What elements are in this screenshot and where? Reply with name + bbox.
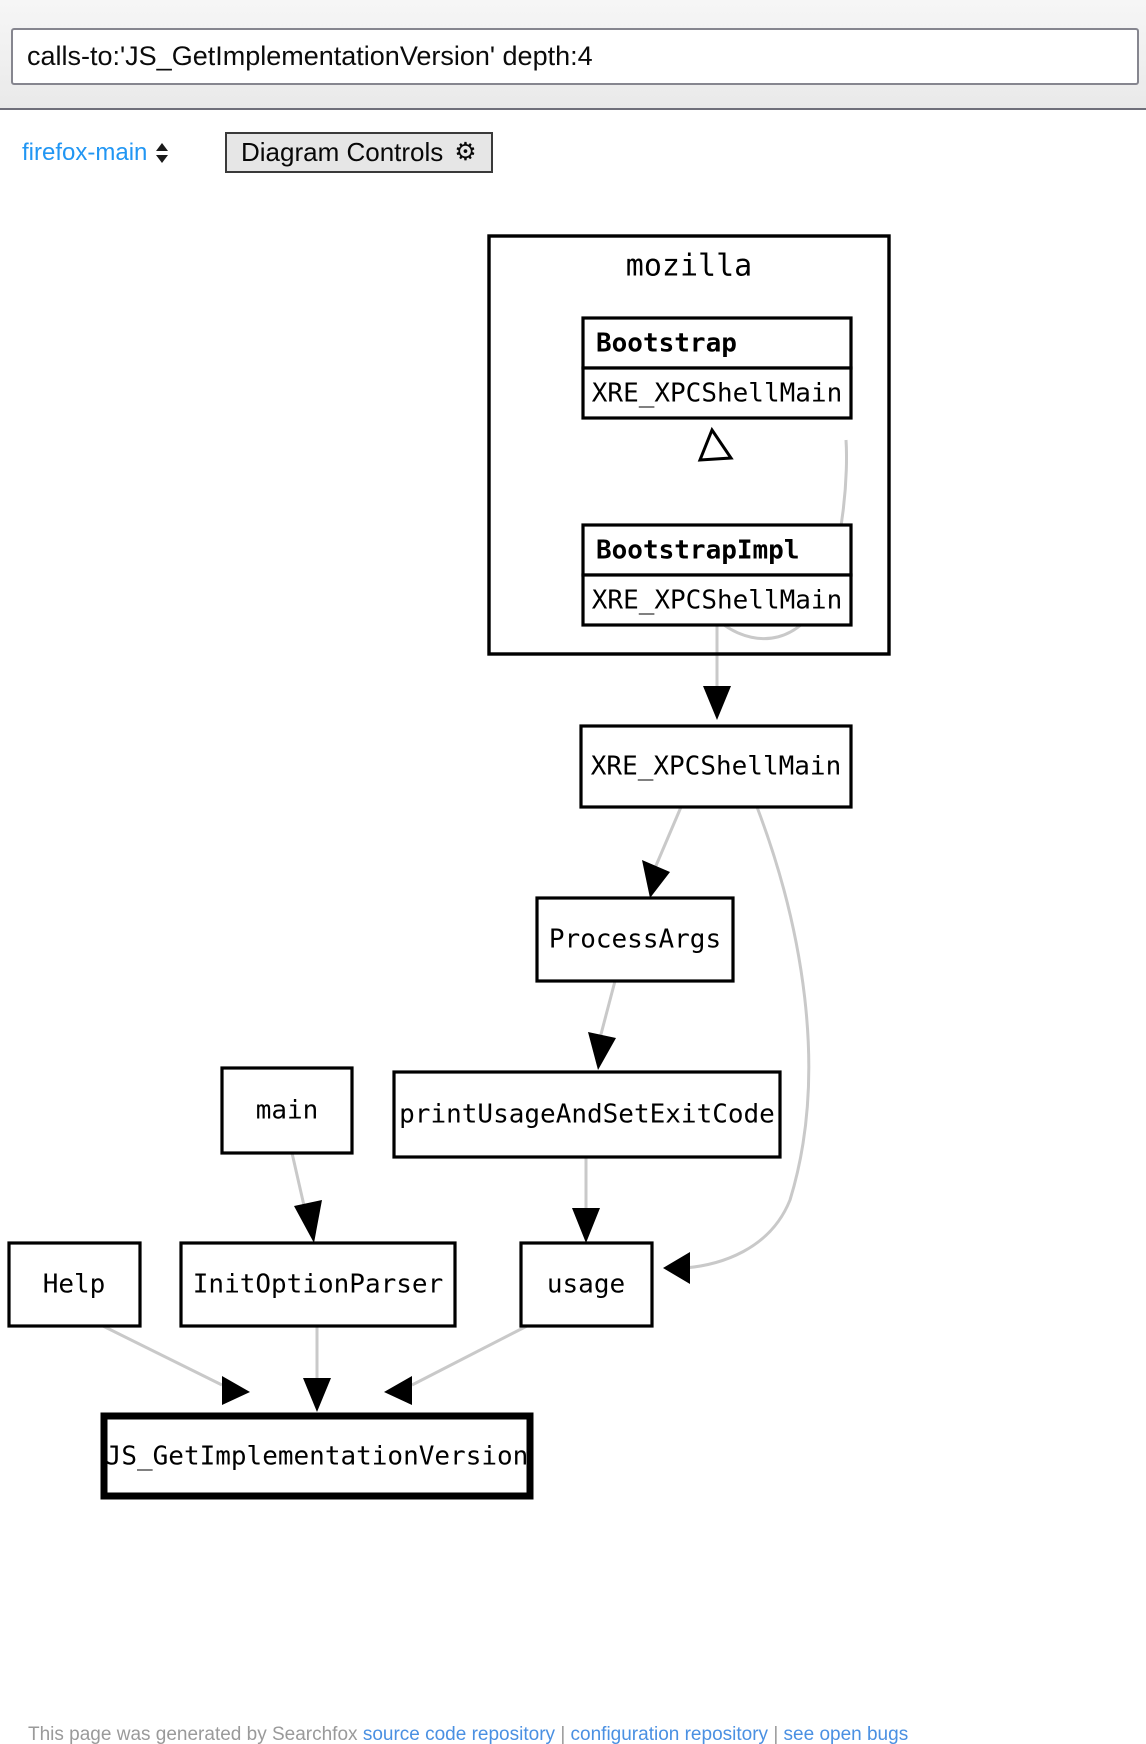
footer-link-open-bugs[interactable]: see open bugs — [783, 1724, 909, 1744]
edge-help-to-jsgetimpl — [102, 1324, 223, 1387]
chevron-up-down-icon — [156, 140, 169, 166]
cluster-mozilla[interactable]: mozilla Bootstrap XRE_XPCShellMain Boots… — [487, 234, 891, 656]
node-label: JS_GetImplementationVersion — [106, 1442, 529, 1472]
class-bootstrap-method-rect[interactable] — [581, 366, 853, 420]
footer-link-source-repo[interactable]: source code repository — [362, 1724, 556, 1744]
node-rect[interactable] — [535, 896, 735, 983]
class-bootstrapimpl-header-rect — [581, 523, 853, 577]
edge-arrowhead-filled — [642, 860, 670, 898]
node-processargs[interactable]: ProcessArgs — [535, 896, 735, 983]
node-label: Help — [43, 1270, 106, 1300]
edge-arrowhead-filled — [384, 1376, 412, 1405]
class-bootstrap-method-0: XRE_XPCShellMain — [592, 379, 842, 409]
page-footer: This page was generated by Searchfox sou… — [0, 1724, 1146, 1744]
node-main[interactable]: main — [220, 1066, 354, 1155]
footer-sep-2: | — [773, 1724, 784, 1744]
node-rect[interactable] — [7, 1241, 142, 1328]
node-label: InitOptionParser — [193, 1270, 443, 1300]
node-label: ProcessArgs — [549, 925, 721, 955]
edge-arrowhead-filled — [703, 686, 731, 720]
node-printusageandsetexitcode[interactable]: printUsageAndSetExitCode — [392, 1070, 782, 1159]
diagram-toolbar: firefox-main Diagram Controls ⚙ — [0, 132, 1146, 196]
diagram-edges — [102, 426, 849, 1412]
node-js-getimplementationversion[interactable]: JS_GetImplementationVersion — [100, 1412, 534, 1500]
edge-arrowhead-filled — [222, 1376, 250, 1405]
edge-xre-to-usage — [684, 806, 811, 1270]
cluster-mozilla-label: mozilla — [626, 249, 752, 284]
search-input[interactable] — [11, 28, 1139, 85]
node-label: printUsageAndSetExitCode — [399, 1100, 775, 1130]
edge-xre-to-processargs — [653, 806, 683, 869]
edge-main-to-initoptionparser — [290, 1152, 307, 1211]
footer-prefix: This page was generated by Searchfox — [28, 1724, 358, 1744]
class-bootstrapimpl-name: BootstrapImpl — [596, 536, 800, 566]
node-usage[interactable]: usage — [519, 1241, 654, 1328]
node-rect[interactable] — [579, 724, 853, 809]
node-label: XRE_XPCShellMain — [591, 752, 841, 782]
edge-arrowhead-filled — [294, 1200, 322, 1243]
class-bootstrapimpl-method-rect[interactable] — [581, 573, 853, 627]
node-xre-xpcshellmain[interactable]: XRE_XPCShellMain — [579, 724, 853, 809]
cluster-mozilla-border — [487, 234, 891, 656]
class-bootstrapimpl-method-0: XRE_XPCShellMain — [592, 586, 842, 616]
tree-selector-label: firefox-main — [22, 139, 148, 166]
class-bootstrap-name: Bootstrap — [596, 329, 737, 359]
node-rect[interactable] — [220, 1066, 354, 1155]
diagram-controls-label: Diagram Controls — [241, 137, 444, 167]
class-bootstrap-header-rect — [581, 316, 853, 370]
edge-arrowhead-filled — [303, 1378, 331, 1412]
node-help[interactable]: Help — [7, 1241, 142, 1328]
node-rect-target[interactable] — [100, 1412, 534, 1500]
gear-icon: ⚙ — [454, 138, 477, 166]
node-label: main — [256, 1096, 319, 1126]
node-initoptionparser[interactable]: InitOptionParser — [179, 1241, 457, 1328]
node-rect[interactable] — [519, 1241, 654, 1328]
footer-sep-1: | — [560, 1724, 571, 1744]
edge-usage-to-jsgetimpl — [411, 1324, 528, 1387]
search-bar-region — [0, 0, 1146, 110]
edge-processargs-to-printusage — [598, 980, 617, 1039]
node-label: usage — [547, 1270, 625, 1300]
footer-link-config-repo[interactable]: configuration repository — [570, 1724, 769, 1744]
tree-selector[interactable]: firefox-main — [22, 140, 169, 166]
edge-arrowhead-filled — [572, 1208, 600, 1243]
node-rect[interactable] — [392, 1070, 782, 1159]
edge-arrowhead-filled — [663, 1252, 690, 1284]
class-box-bootstrap[interactable]: Bootstrap XRE_XPCShellMain — [581, 316, 853, 420]
class-box-bootstrapimpl[interactable]: BootstrapImpl XRE_XPCShellMain — [581, 523, 853, 627]
call-graph-diagram: mozilla Bootstrap XRE_XPCShellMain Boots… — [7, 234, 891, 1500]
edge-arrowhead-hollow — [697, 426, 734, 462]
diagram-controls-button[interactable]: Diagram Controls ⚙ — [225, 132, 493, 173]
edge-arrowhead-filled — [588, 1032, 616, 1070]
node-rect[interactable] — [179, 1241, 457, 1328]
